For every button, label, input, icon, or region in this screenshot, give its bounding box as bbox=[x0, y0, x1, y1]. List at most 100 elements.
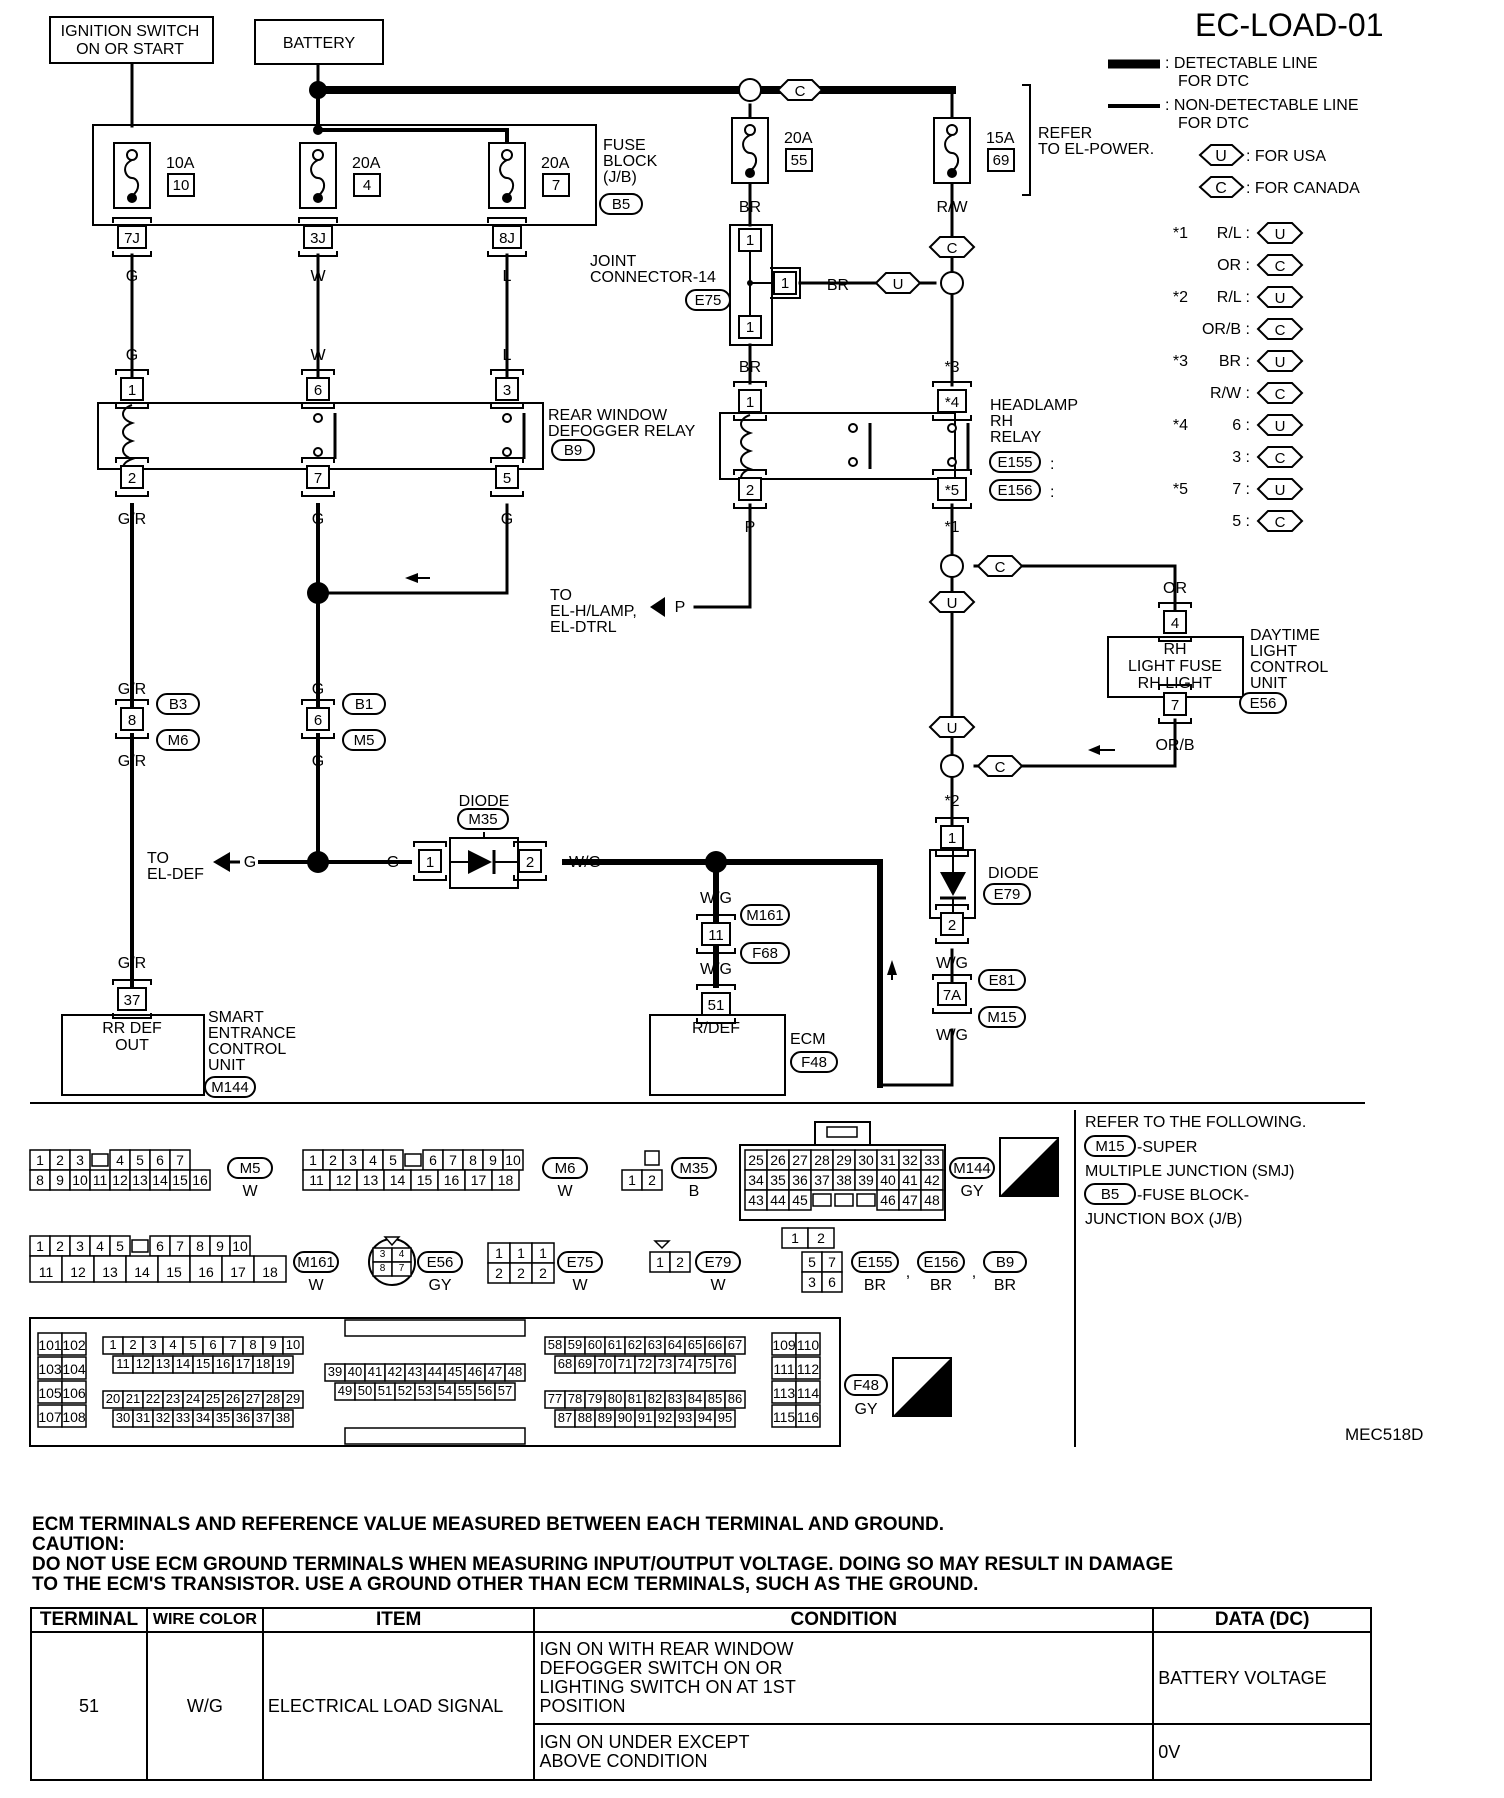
wire-wg4: W/G bbox=[936, 955, 968, 972]
star-note-market: U bbox=[1256, 286, 1304, 308]
conn-b3: B3 bbox=[156, 693, 200, 715]
battery-label: BATTERY bbox=[283, 35, 356, 52]
conn-pin: 16 bbox=[192, 1172, 208, 1188]
conn-pin: 10 bbox=[232, 1238, 248, 1254]
conn-m5-label: M5 bbox=[354, 732, 375, 749]
junction-dots bbox=[307, 81, 727, 873]
conn-pin: 4 bbox=[116, 1152, 124, 1168]
conn-e75-label: E75 bbox=[695, 292, 722, 309]
conn-pin: 56 bbox=[478, 1383, 492, 1398]
pin-dl4: 4 bbox=[1158, 602, 1192, 642]
to-el-hlamp-3: EL-DTRL bbox=[550, 619, 617, 636]
conn-m6: M6 bbox=[156, 729, 200, 751]
conn-m15-label: M15 bbox=[987, 1009, 1016, 1026]
conn-pin: 58 bbox=[548, 1337, 562, 1352]
pin-r3-label: 3 bbox=[503, 382, 511, 399]
conn-pin: 16 bbox=[198, 1264, 214, 1280]
conn-pin: 13 bbox=[156, 1356, 170, 1371]
fuse-block-line3: (J/B) bbox=[603, 169, 637, 186]
conn-pin: 13 bbox=[102, 1264, 118, 1280]
conn-pin: 80 bbox=[608, 1391, 622, 1406]
conn-m6-label: M6 bbox=[168, 732, 189, 749]
header-item: ITEM bbox=[261, 1607, 536, 1633]
conn-pin: 7 bbox=[828, 1254, 836, 1270]
star-note-market-label: C bbox=[1275, 450, 1286, 467]
smart-inner1: RR DEF bbox=[102, 1020, 162, 1037]
fuse-amps: 10A bbox=[166, 155, 195, 172]
star-note-market-label: C bbox=[1275, 386, 1286, 403]
star-note-value: 6 : bbox=[1232, 417, 1250, 434]
wire-color-cell: W/G bbox=[145, 1631, 264, 1781]
conn-color-e155: BR bbox=[864, 1277, 886, 1294]
conn-pin: 17 bbox=[236, 1356, 250, 1371]
ignition-line2: ON OR START bbox=[76, 41, 184, 58]
wire-g5: G bbox=[312, 681, 324, 698]
conn-pin: 42 bbox=[924, 1172, 940, 1188]
wire-g-def: G bbox=[244, 854, 256, 871]
conn-pin: 6 bbox=[156, 1238, 164, 1254]
fuse-block-line1: FUSE bbox=[603, 137, 646, 154]
conn-pin: 10 bbox=[505, 1152, 521, 1168]
conn-pin: 2 bbox=[648, 1172, 656, 1188]
conn-pin: 57 bbox=[498, 1383, 512, 1398]
svg-text::: : bbox=[1050, 484, 1054, 501]
conn-pin: 2 bbox=[56, 1152, 64, 1168]
market-u-bottom-label: U bbox=[947, 720, 958, 737]
table-row: IGN ON UNDER EXCEPT ABOVE CONDITION 0V bbox=[31, 1723, 1372, 1781]
conn-color-m144: GY bbox=[960, 1183, 983, 1200]
conn-pin: 9 bbox=[216, 1238, 224, 1254]
joint-connector-line1: JOINT bbox=[590, 253, 636, 270]
conn-e75: E75 bbox=[685, 289, 731, 311]
conn-pin: 3 bbox=[808, 1274, 816, 1290]
pin-8j: 8J bbox=[487, 217, 527, 257]
fuse-amps: 15A bbox=[986, 130, 1015, 147]
wire-p2: P bbox=[675, 599, 686, 616]
conn-pin: 32 bbox=[156, 1410, 170, 1425]
pin-smart37: 37 bbox=[112, 979, 152, 1019]
headlamp-relay-line2: RH bbox=[990, 413, 1013, 430]
smart-line4: UNIT bbox=[208, 1057, 246, 1074]
star-note-id: *4 bbox=[1173, 417, 1188, 434]
condition-1-line: LIGHTING SWITCH ON AT 1ST bbox=[539, 1677, 796, 1697]
legend-non-detectable-2: FOR DTC bbox=[1178, 115, 1249, 132]
conn-pin: 63 bbox=[648, 1337, 662, 1352]
conn-color-b9: BR bbox=[994, 1277, 1016, 1294]
header-data: DATA (DC) bbox=[1152, 1607, 1372, 1633]
conn-label-m5: M5 bbox=[227, 1157, 273, 1179]
conn-pin: 3 bbox=[349, 1152, 357, 1168]
conn-pin: 45 bbox=[448, 1364, 462, 1379]
refer-b5-label: B5 bbox=[1101, 1186, 1119, 1203]
wire-g3: G bbox=[312, 511, 324, 528]
ecm-notes: ECM TERMINALS AND REFERENCE VALUE MEASUR… bbox=[32, 1515, 1412, 1595]
ignition-switch bbox=[49, 16, 214, 64]
conn-pin: 18 bbox=[498, 1172, 514, 1188]
conn-pin: 14 bbox=[390, 1172, 406, 1188]
figure-id: MEC518D bbox=[1345, 1425, 1423, 1444]
star-note-value: OR : bbox=[1217, 257, 1250, 274]
star-note-value: BR : bbox=[1219, 353, 1250, 370]
conn-pin: 76 bbox=[718, 1356, 732, 1371]
conn-pin: 16 bbox=[444, 1172, 460, 1188]
conn-pin: 21 bbox=[126, 1391, 140, 1406]
star-note-value: R/L : bbox=[1217, 289, 1250, 306]
fuse-amps: 20A bbox=[352, 155, 381, 172]
conn-pin: 68 bbox=[558, 1356, 572, 1371]
star-note-market: C bbox=[1256, 254, 1304, 276]
conn-label-m35: M35 bbox=[671, 1157, 717, 1179]
conn-f68-label: F68 bbox=[752, 945, 778, 962]
refer-b5-text2: JUNCTION BOX (J/B) bbox=[1085, 1211, 1242, 1228]
conn-pin: 7 bbox=[176, 1238, 184, 1254]
pin-e79-2-label: 2 bbox=[948, 917, 956, 934]
hs-icon: H.S. bbox=[892, 1357, 952, 1417]
star-note-id: *5 bbox=[1173, 481, 1188, 498]
daytime-light-unit bbox=[1107, 636, 1244, 698]
conn-color-e156: BR bbox=[930, 1277, 952, 1294]
ecm-terminal-table: TERMINAL WIRE COLOR ITEM CONDITION DATA … bbox=[30, 1607, 1372, 1781]
refer-el-power-1: REFER bbox=[1038, 125, 1092, 142]
star-note-value: R/W : bbox=[1210, 385, 1250, 402]
star-note-market-label: C bbox=[1275, 514, 1286, 531]
